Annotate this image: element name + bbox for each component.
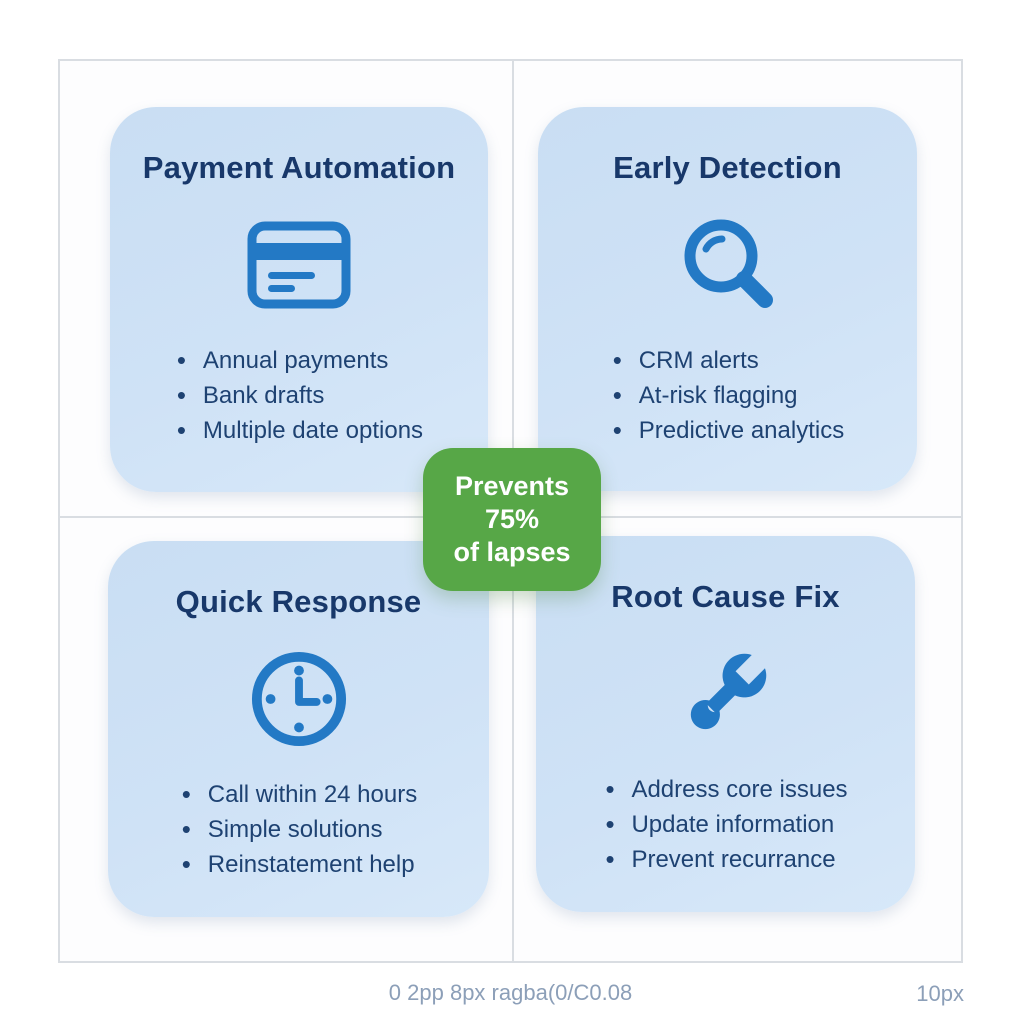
bullet-item: Simple solutions (180, 812, 417, 847)
bullet-item: Bank drafts (175, 378, 423, 413)
prevents-badge: Prevents 75% of lapses (423, 448, 601, 591)
wrench-icon (674, 642, 778, 746)
card-quick-response: Quick Response Call within 24 hours Simp… (108, 541, 489, 917)
credit-card-icon (247, 213, 351, 317)
bullet-item: Reinstatement help (180, 847, 417, 882)
badge-line: 75% (484, 504, 540, 534)
card-title-root-cause-fix: Root Cause Fix (611, 579, 840, 614)
bullet-list-payment-automation: Annual payments Bank drafts Multiple dat… (175, 343, 423, 448)
magnifier-icon-svg (684, 219, 773, 308)
bullet-item: Multiple date options (175, 413, 423, 448)
bullet-item: At-risk flagging (611, 378, 844, 413)
bullet-item: Address core issues (603, 772, 847, 807)
badge-line: of lapses (453, 537, 571, 567)
bullet-list-root-cause-fix: Address core issues Update information P… (603, 772, 847, 877)
bullet-item: Predictive analytics (611, 413, 844, 448)
bullet-item: CRM alerts (611, 343, 844, 378)
bullet-item: Annual payments (175, 343, 423, 378)
card-title-early-detection: Early Detection (613, 150, 842, 185)
card-title-payment-automation: Payment Automation (142, 150, 456, 185)
clock-icon (250, 647, 348, 751)
card-payment-automation: Payment Automation Annual payments Bank … (110, 107, 488, 492)
clock-icon-svg (251, 651, 346, 747)
bullet-list-early-detection: CRM alerts At-risk flagging Predictive a… (611, 343, 844, 448)
footer-right-note: 10px (916, 981, 964, 1006)
bullet-item: Call within 24 hours (180, 777, 417, 812)
footer-caption: 0 2pp 8px ragba(0/C0.08 (388, 980, 633, 1005)
magnifier-icon (676, 213, 780, 317)
badge-line: Prevents (454, 471, 570, 501)
wrench-icon-svg (690, 653, 766, 730)
card-early-detection: Early Detection CRM alerts At-risk flagg… (538, 107, 917, 491)
bullet-item: Update information (603, 807, 847, 842)
card-title-quick-response: Quick Response (175, 584, 422, 619)
bullet-item: Prevent recurrance (603, 842, 847, 877)
card-root-cause-fix: Root Cause Fix Address core issues Updat… (536, 536, 915, 912)
credit-card-icon-svg (247, 221, 351, 309)
bullet-list-quick-response: Call within 24 hours Simple solutions Re… (180, 777, 417, 882)
